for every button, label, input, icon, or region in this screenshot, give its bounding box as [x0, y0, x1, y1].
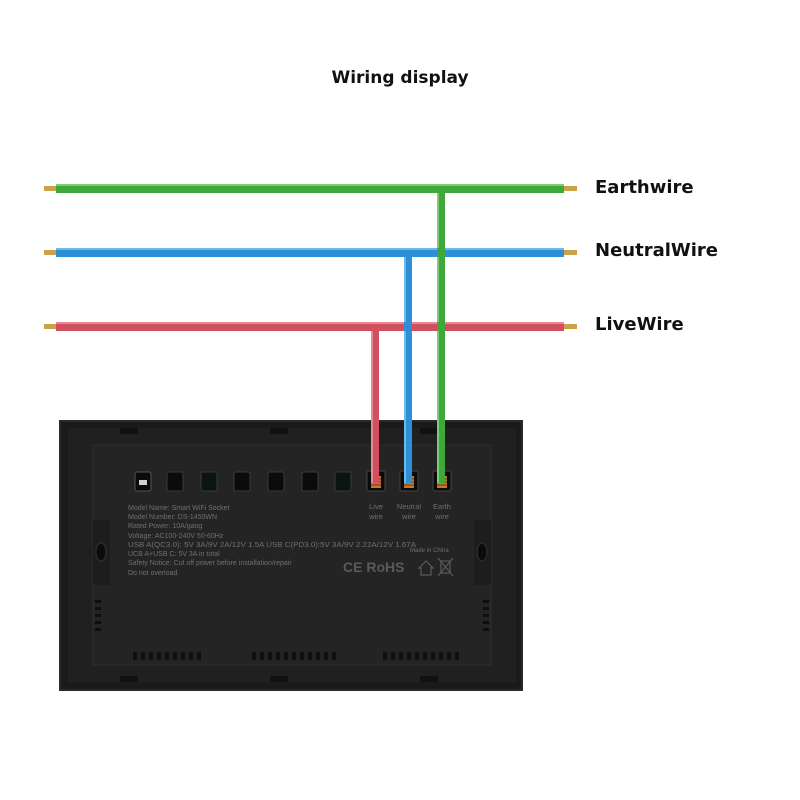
spec-line: Rated Power: 10A/gang [128, 523, 202, 530]
socket-back-plate: Live wire Neutral wire Earth wire Model … [59, 420, 523, 691]
earth-wire [44, 184, 577, 193]
connector-openings [134, 471, 352, 492]
certification-marks: CE RoHS [343, 559, 404, 575]
spec-line: Safety Notice: Cut off power before inst… [128, 560, 292, 567]
neutral-crossing-live [404, 322, 412, 331]
spec-line: Model Number: DS-1450WN [128, 514, 217, 521]
earth-crossing-neutral [437, 248, 445, 257]
terminal-neutral-label-2: wire [401, 512, 416, 521]
vent-slots [95, 600, 489, 660]
neutral-wire-label: NeutralWire [595, 240, 718, 261]
neutral-wire [44, 248, 577, 257]
mount-hole-left [93, 520, 110, 585]
earth-crossing-live [437, 322, 445, 331]
mount-hole-right [474, 520, 491, 585]
made-in-label: Made in China [410, 548, 449, 554]
live-drop-wire [371, 328, 379, 483]
terminal-neutral-label-1: Neutral [397, 502, 422, 511]
earth-wire-label: Earthwire [595, 177, 694, 198]
live-wire-label: LiveWire [595, 314, 684, 335]
earth-drop-wire [437, 190, 445, 483]
home-use-icon [417, 560, 435, 576]
spec-line: UCB A+USB C: 5V 3A in total [128, 551, 220, 558]
terminal-live-label-2: wire [368, 512, 383, 521]
neutral-drop-wire [404, 253, 412, 483]
spec-line: Do not overload [128, 570, 178, 577]
weee-bin-icon [437, 557, 454, 577]
diagram-title: Wiring display [331, 68, 469, 88]
spec-label: Model Name: Smart WiFi Socket Model Numb… [128, 505, 416, 577]
spec-line: USB A(QC3.0): 5V 3A/9V 2A/12V 1.5A USB C… [128, 542, 416, 549]
spec-line: Voltage: AC100-240V 50-60Hz [128, 533, 224, 540]
live-wire [44, 322, 577, 331]
terminal-live-label-1: Live [369, 502, 383, 511]
spec-line: Model Name: Smart WiFi Socket [128, 505, 230, 512]
terminal-earth-label-1: Earth [433, 502, 451, 511]
terminal-earth-label-2: wire [434, 512, 449, 521]
